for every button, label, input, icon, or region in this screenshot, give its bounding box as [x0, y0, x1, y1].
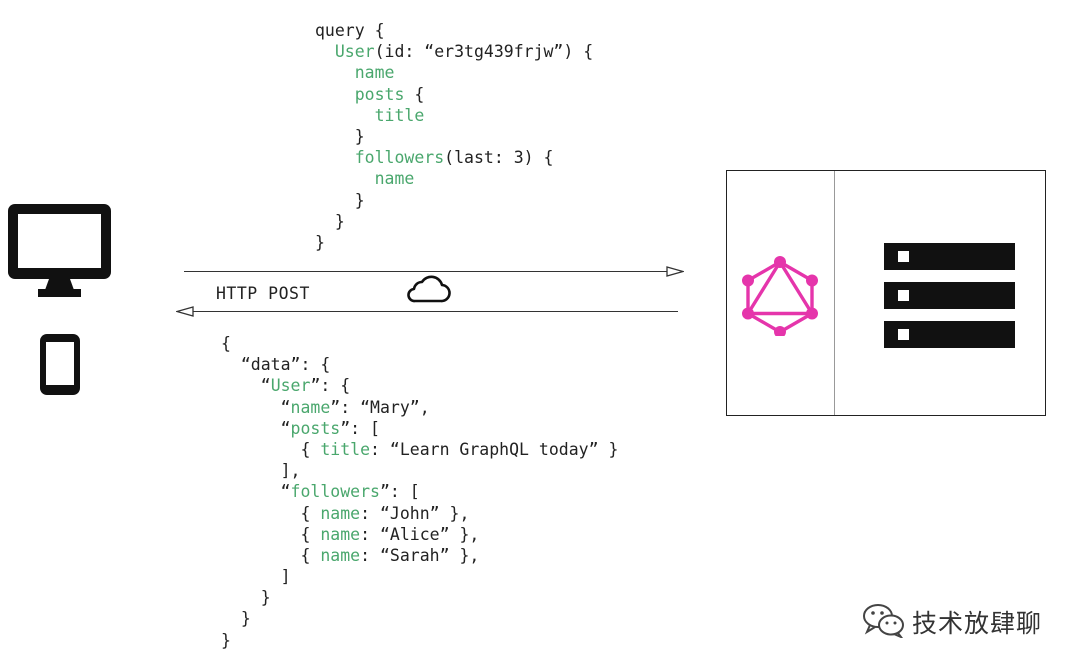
response-text: ”: [ — [340, 418, 380, 438]
response-text: “ — [280, 397, 291, 417]
response-text: ] — [280, 567, 291, 587]
response-text: : “Sarah” }, — [360, 545, 480, 565]
response-text: “data”: { — [240, 355, 331, 375]
response-field-name: name — [320, 545, 361, 565]
response-text: ”: “Mary”, — [330, 397, 430, 417]
response-line: } — [221, 608, 618, 629]
query-field-name: name — [354, 63, 395, 83]
query-text: (id: “er3tg439frjw”) { — [374, 42, 594, 62]
query-field-name: title — [374, 105, 425, 125]
server-unit-1 — [884, 243, 1015, 270]
response-line: { name: “Sarah” }, — [221, 545, 618, 566]
response-field-name: followers — [290, 482, 380, 502]
query-text: } — [334, 211, 345, 231]
response-arrow-line — [190, 311, 678, 312]
query-text: } — [315, 232, 325, 252]
query-text: } — [354, 190, 365, 210]
query-line: User(id: “er3tg439frjw”) { — [315, 41, 593, 62]
response-text: : “Alice” }, — [360, 524, 480, 544]
query-line: } — [315, 232, 593, 253]
desktop-monitor-icon — [8, 204, 111, 297]
response-text: ], — [280, 461, 301, 481]
response-line: } — [221, 630, 618, 651]
response-line: “data”: { — [221, 354, 618, 375]
response-text: ”: [ — [379, 482, 420, 502]
query-field-name: User — [334, 42, 375, 62]
response-text: { — [300, 524, 321, 544]
smartphone-icon — [40, 334, 80, 395]
response-field-name: User — [270, 376, 311, 396]
query-line: posts { — [315, 84, 593, 105]
response-text: } — [260, 588, 271, 608]
response-text: { — [300, 439, 321, 459]
response-field-name: posts — [290, 418, 341, 438]
graphql-query-code: query { User(id: “er3tg439frjw”) { name … — [315, 20, 593, 253]
response-field-name: name — [290, 397, 331, 417]
response-text: : “John” }, — [360, 503, 470, 523]
query-line: } — [315, 190, 593, 211]
response-text: “ — [280, 418, 291, 438]
response-line: } — [221, 587, 618, 608]
response-text: } — [221, 630, 231, 650]
request-arrowhead-icon — [666, 266, 684, 277]
server-unit-2 — [884, 282, 1015, 309]
response-line: { name: “Alice” }, — [221, 524, 618, 545]
query-line: followers(last: 3) { — [315, 147, 593, 168]
server-unit-3 — [884, 321, 1015, 348]
response-line: { — [221, 333, 618, 354]
json-response-code: { “data”: { “User”: { “name”: “Mary”, “p… — [221, 333, 618, 651]
response-text: ”: { — [310, 376, 351, 396]
response-text: { — [300, 545, 321, 565]
query-text: { — [404, 84, 425, 104]
response-field-name: name — [320, 524, 361, 544]
query-line: } — [315, 126, 593, 147]
query-field-name: followers — [354, 148, 445, 168]
watermark-text: 技术放肆聊 — [912, 609, 1043, 638]
wechat-icon — [863, 604, 904, 638]
query-line: query { — [315, 20, 593, 41]
response-text: “ — [280, 482, 291, 502]
query-text: query { — [315, 21, 385, 40]
response-line: ] — [221, 566, 618, 587]
response-text: : “Learn GraphQL today” } — [370, 439, 619, 459]
response-text: } — [240, 609, 251, 629]
response-arrowhead-icon — [176, 306, 194, 317]
graphql-logo-icon — [742, 256, 818, 336]
response-field-name: name — [320, 503, 361, 523]
query-line: name — [315, 62, 593, 83]
server-divider — [834, 171, 835, 415]
http-post-label: HTTP POST — [216, 284, 310, 303]
cloud-icon — [407, 275, 451, 303]
response-line: ], — [221, 460, 618, 481]
query-line: title — [315, 105, 593, 126]
response-line: { title: “Learn GraphQL today” } — [221, 439, 618, 460]
response-field-name: title — [320, 439, 371, 459]
query-field-name: posts — [354, 84, 405, 104]
response-line: { name: “John” }, — [221, 503, 618, 524]
query-field-name: name — [374, 169, 415, 189]
response-text: { — [221, 334, 231, 353]
response-line: “name”: “Mary”, — [221, 397, 618, 418]
response-line: “followers”: [ — [221, 481, 618, 502]
graphql-server-box — [726, 170, 1046, 416]
request-arrow-line — [184, 271, 670, 272]
response-text: { — [300, 503, 321, 523]
query-text: (last: 3) { — [444, 148, 554, 168]
response-line: “User”: { — [221, 375, 618, 396]
response-text: “ — [260, 376, 271, 396]
query-line: name — [315, 168, 593, 189]
query-text: } — [354, 126, 365, 146]
response-line: “posts”: [ — [221, 418, 618, 439]
query-line: } — [315, 211, 593, 232]
